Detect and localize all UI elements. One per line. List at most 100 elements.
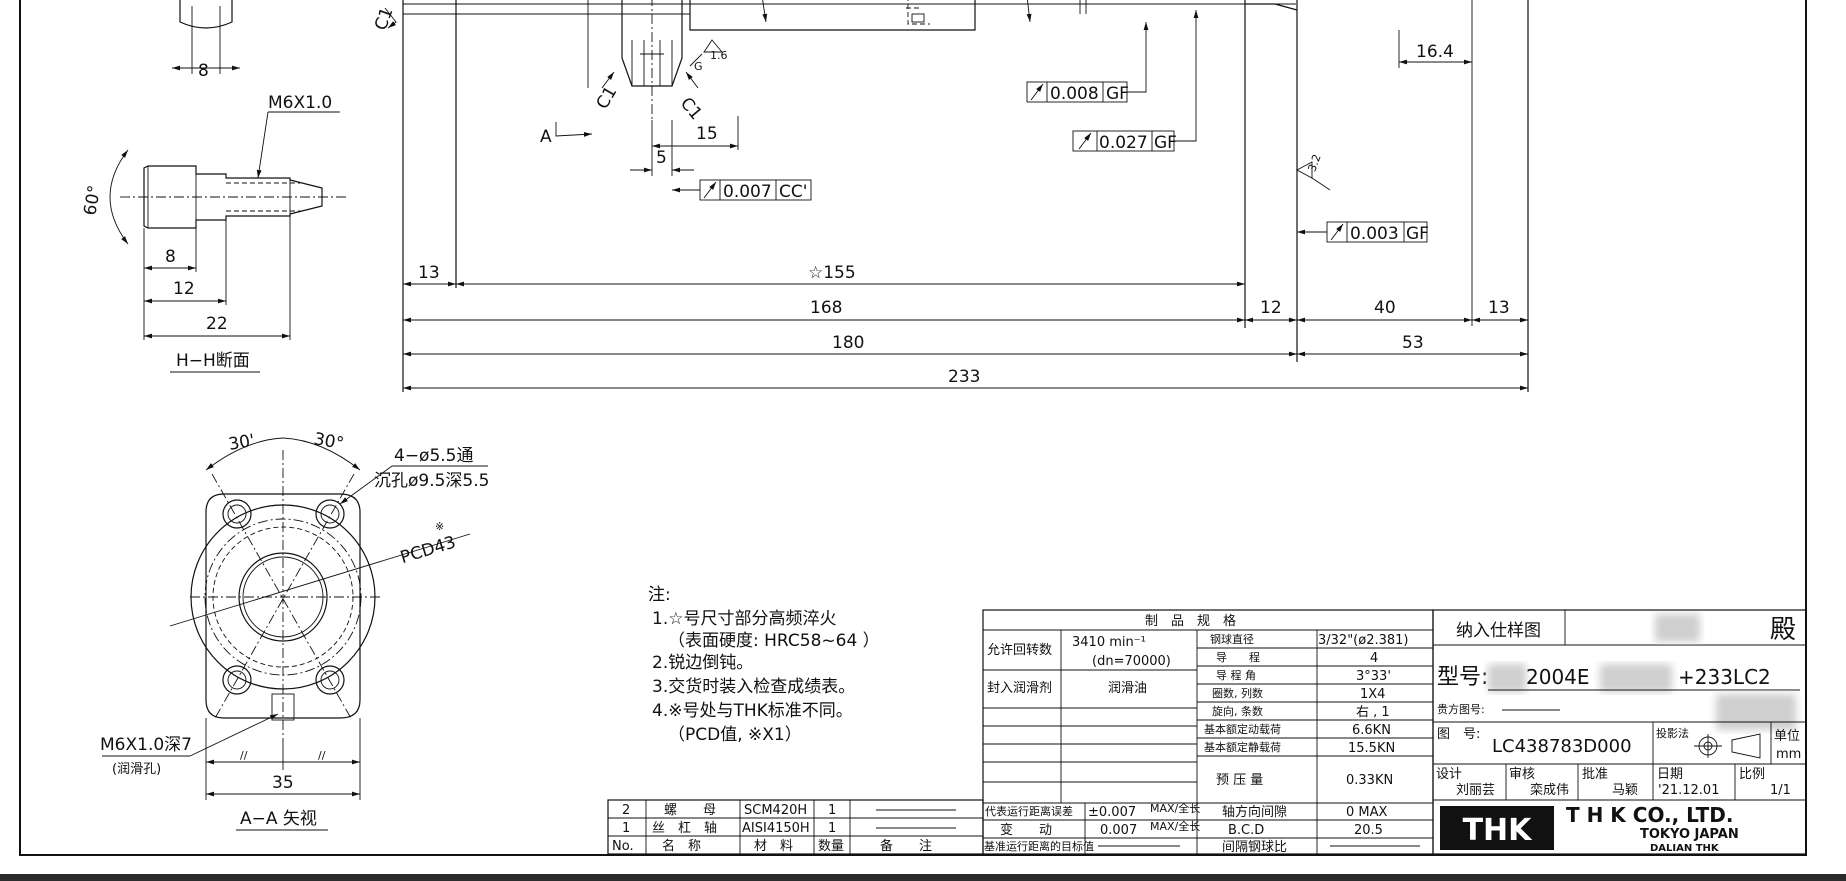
ball-screw-shaft: C1 C1 C1 1.6 G A 15 5 — [371, 0, 1529, 392]
spec-row-4-value: 右 , 1 — [1356, 705, 1390, 720]
bcd-label: B.C.D — [1228, 823, 1264, 838]
bom-row-1-name: 丝 杠 轴 — [652, 820, 717, 836]
speed-dn: (dn=70000) — [1092, 654, 1171, 669]
speed-value: 3410 min⁻¹ — [1072, 635, 1146, 650]
projection-symbol-icon — [1694, 733, 1761, 759]
spec-row-5-label: 基本额定动载荷 — [1204, 722, 1281, 736]
spec-header: 制 品 规 格 — [1145, 613, 1236, 629]
dim-16-4: 16.4 — [1416, 42, 1454, 62]
finish-1-6: 1.6 — [710, 49, 728, 62]
date-label: 日期 — [1657, 767, 1683, 782]
dimension-chain: 13 ☆155 168 12 40 13 180 53 233 — [403, 263, 1528, 391]
redacted-model-middle — [1600, 664, 1672, 692]
scale-label: 比例 — [1739, 767, 1765, 782]
runout-2-value: 0.008 — [1050, 84, 1099, 104]
lube-label: 封入润滑剂 — [987, 681, 1052, 696]
speed-label: 允许回转数 — [987, 642, 1052, 658]
drawing-no-label: 图 号: — [1437, 727, 1480, 742]
model-label: 型号: — [1437, 665, 1488, 690]
axial-value: 0 MAX — [1346, 805, 1388, 820]
logo-text: THK — [1463, 813, 1534, 848]
bom-row-0-no: 2 — [622, 803, 630, 818]
bom-header-no: No. — [612, 839, 634, 854]
bom-header-qty: 数量 — [818, 839, 844, 854]
dim-12: 12 — [173, 279, 195, 299]
pcd-mark: ※ — [435, 520, 444, 533]
unit-value: mm — [1776, 747, 1801, 762]
check-label: 审核 — [1509, 767, 1535, 782]
runout-4-ref: GF — [1406, 224, 1429, 244]
spec-row-7-label: 预 压 量 — [1216, 773, 1263, 788]
view-a-marker: A — [540, 127, 552, 147]
scale-value: 1/1 — [1770, 783, 1791, 798]
counterbore-spec: 沉孔ø9.5深5.5 — [374, 471, 489, 491]
dim-53: 53 — [1402, 333, 1424, 353]
lube-hole-label: (润滑孔) — [112, 762, 161, 777]
dim-180: 180 — [832, 333, 864, 353]
bom-row-1-qty: 1 — [828, 821, 836, 836]
dim-233: 233 — [948, 367, 980, 387]
bom-row-0-material: SCM420H — [744, 803, 807, 818]
dim-155: ☆155 — [808, 263, 856, 283]
client-drawing-label: 贵方图号: — [1437, 702, 1485, 716]
var-label: 变 动 — [1000, 822, 1052, 838]
dim-13-left: 13 — [418, 263, 440, 283]
spec-row-6-value: 15.5KN — [1348, 741, 1395, 756]
note-1: 1.☆号尺寸部分高频淬火 — [652, 609, 836, 629]
spec-row-6-label: 基本额定静载荷 — [1204, 740, 1281, 754]
dim-22: 22 — [206, 314, 228, 334]
bom-header-material: 材 料 — [754, 839, 793, 854]
thread-label-top: M6X1.0 — [268, 93, 332, 113]
dim-40: 40 — [1374, 298, 1396, 318]
redacted-model-prefix — [1488, 664, 1526, 692]
err-value: ±0.007 — [1088, 805, 1136, 820]
lube-value: 润滑油 — [1108, 681, 1147, 696]
dim-13-right: 13 — [1488, 298, 1510, 318]
runout-3-ref: GF — [1154, 133, 1177, 153]
pcd-label: PCD43 — [398, 532, 458, 568]
axial-label: 轴方向间隙 — [1222, 804, 1287, 820]
svg-text://: // — [318, 749, 326, 762]
view-aa-label: A−A 矢视 — [240, 809, 317, 829]
bom-row-1-no: 1 — [622, 821, 630, 836]
var-max-unit: MAX/全长 — [1150, 819, 1200, 833]
spec-row-3-label: 圈数, 列数 — [1212, 686, 1263, 700]
redacted-client — [1716, 694, 1796, 730]
flange-view-aa: 30' 30° 4−ø5.5通 沉孔ø9.5深5.5 ※ PCD43 M6X1.… — [100, 429, 489, 831]
end-detail-top: 8 — [172, 0, 240, 81]
dim-35: 35 — [272, 773, 294, 793]
spec-row-2-value: 3°33' — [1356, 669, 1391, 684]
spec-row-2-label: 导 程 角 — [1216, 669, 1256, 682]
redacted-customer — [1655, 614, 1700, 642]
design-label: 设计 — [1436, 767, 1462, 782]
drawing-no: LC438783D000 — [1492, 736, 1632, 757]
bom-table: 2 螺 母 SCM420H 1 1 丝 杠 轴 AISI4150H 1 No. … — [607, 799, 984, 855]
note-3: 3.交货时装入检查成绩表。 — [652, 677, 855, 697]
projection-label: 投影法 — [1656, 726, 1689, 740]
dim-8-top: 8 — [198, 61, 209, 81]
spec-row-1-value: 4 — [1370, 651, 1378, 666]
dim-15: 15 — [696, 124, 718, 144]
angle-30-left: 30' — [227, 431, 256, 455]
spec-row-7-value: 0.33KN — [1346, 773, 1393, 788]
spec-row-0-label: 钢球直径 — [1210, 632, 1254, 646]
approve-name: 马颖 — [1612, 783, 1638, 798]
svg-text://: // — [240, 749, 248, 762]
title-block: 纳入仕样图 殿 型号: 2004E +233LC2 贵方图号: 图 号: LC4… — [1432, 609, 1807, 855]
notes-title: 注: — [648, 585, 671, 605]
note-2: 2.锐边倒钝。 — [652, 653, 753, 673]
unit-label: 单位 — [1774, 729, 1800, 744]
thread-detail-hh: M6X1.0 60° 8 12 22 H−H断面 — [80, 93, 348, 373]
angle-30-right: 30° — [312, 429, 345, 454]
ratio-label: 间隔钢球比 — [1222, 840, 1287, 855]
spec-row-1-label: 导 程 — [1216, 651, 1260, 664]
spec-row-4-label: 旋向, 条数 — [1212, 704, 1263, 718]
spec-table: 制 品 规 格 允许回转数 3410 min⁻¹ (dn=70000) 封入润滑… — [982, 609, 1434, 855]
var-value: 0.007 — [1100, 823, 1137, 838]
err-label: 代表运行距离误差 — [985, 804, 1073, 818]
target-label: 基准运行距离的目标值 — [984, 839, 1094, 853]
runout-4-value: 0.003 — [1350, 224, 1399, 244]
notes-block: 注: 1.☆号尺寸部分高频淬火 （表面硬度: HRC58~64 ） 2.锐边倒钝… — [648, 585, 880, 745]
